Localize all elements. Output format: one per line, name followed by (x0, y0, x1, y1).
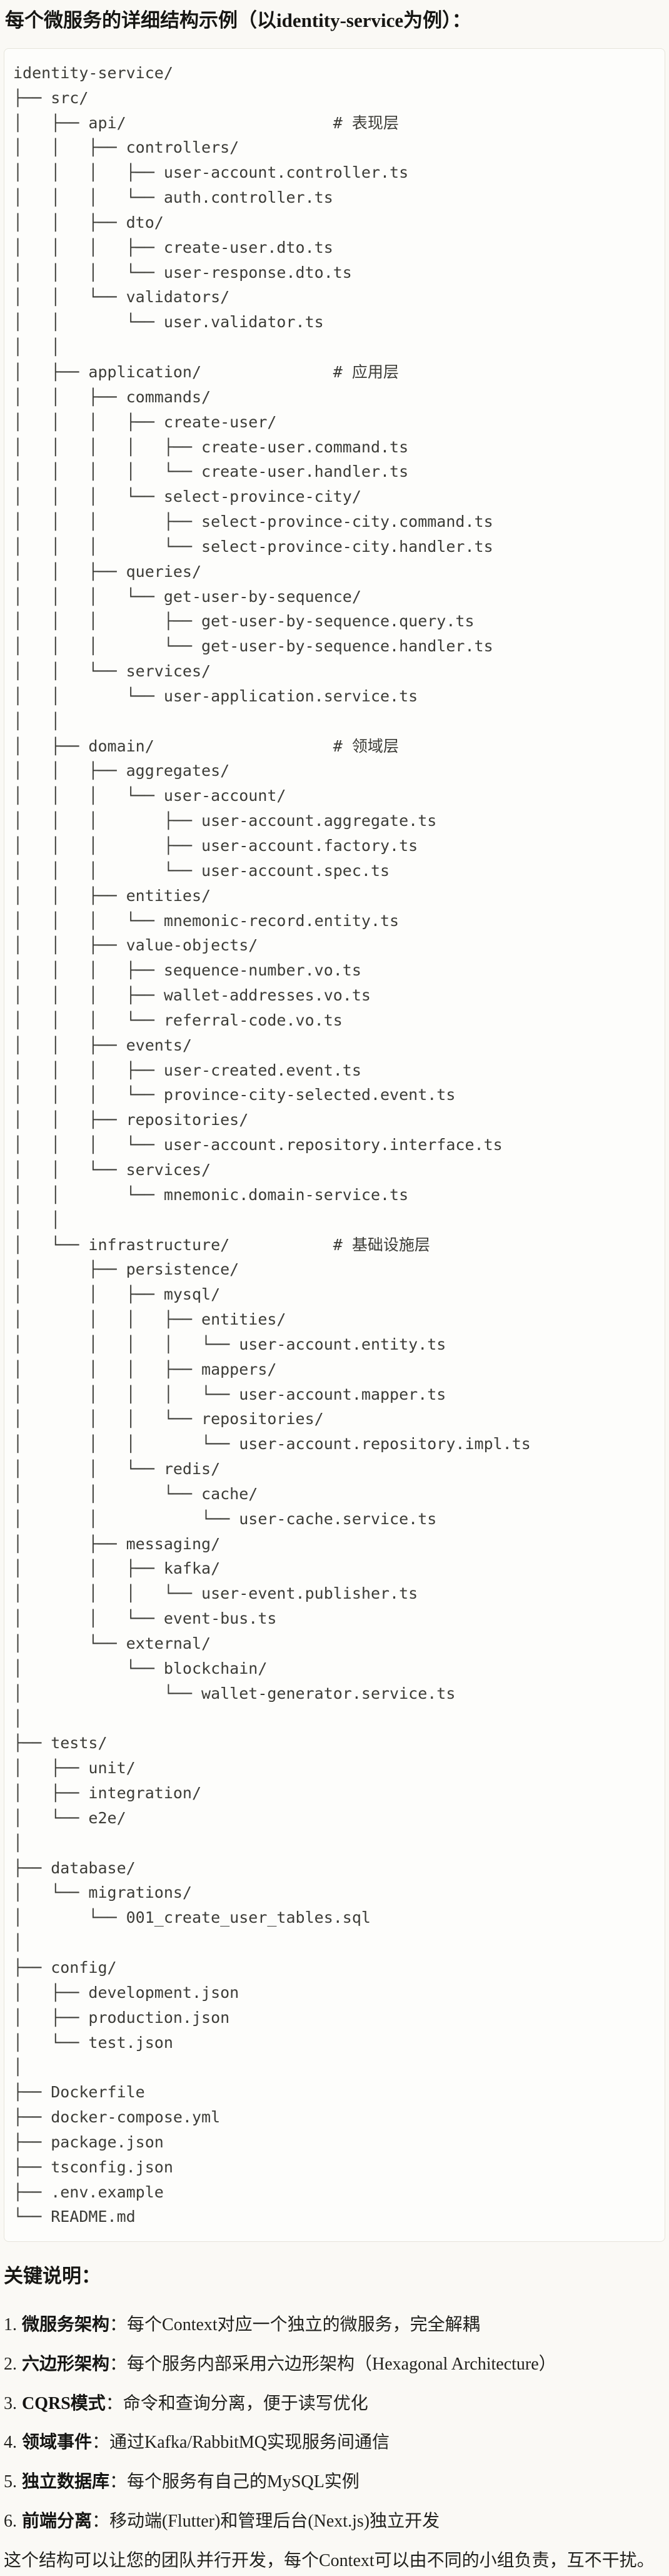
note-item: 5.独立数据库：每个服务有自己的MySQL实例 (4, 2470, 665, 2494)
note-label: CQRS模式 (22, 2393, 106, 2413)
closing-paragraph: 这个结构可以让您的团队并行开发，每个Context可以由不同的小组负责，互不干扰… (4, 2550, 655, 2570)
note-item: 2.六边形架构：每个服务内部采用六边形架构（Hexagonal Architec… (4, 2353, 665, 2376)
note-item: 1.微服务架构：每个Context对应一个独立的微服务，完全解耦 (4, 2313, 665, 2337)
note-label: 独立数据库 (22, 2472, 110, 2492)
note-text: ：每个Context对应一个独立的微服务，完全解耦 (109, 2315, 480, 2335)
note-text: ：移动端(Flutter)和管理后台(Next.js)独立开发 (92, 2512, 440, 2532)
note-item: 3.CQRS模式：命令和查询分离，便于读写优化 (4, 2392, 665, 2416)
note-label: 六边形架构 (22, 2354, 110, 2374)
note-number: 6. (4, 2512, 17, 2532)
note-label: 领域事件 (22, 2433, 93, 2453)
note-item: 6.前端分离：移动端(Flutter)和管理后台(Next.js)独立开发 (4, 2510, 665, 2533)
note-text: ：每个服务有自己的MySQL实例 (109, 2472, 360, 2492)
note-number: 4. (4, 2433, 17, 2453)
notes-heading: 关键说明： (4, 2265, 101, 2288)
note-number: 5. (4, 2472, 17, 2492)
notes-list: 1.微服务架构：每个Context对应一个独立的微服务，完全解耦 2.六边形架构… (4, 2313, 665, 2533)
file-tree: identity-service/ ├── src/ │ ├── api/ # … (13, 63, 531, 2226)
file-tree-code-block: identity-service/ ├── src/ │ ├── api/ # … (4, 48, 665, 2243)
note-number: 1. (4, 2315, 17, 2335)
note-text: ：每个服务内部采用六边形架构（Hexagonal Architecture） (109, 2354, 556, 2374)
note-item: 4.领域事件：通过Kafka/RabbitMQ实现服务间通信 (4, 2431, 665, 2455)
note-label: 微服务架构 (22, 2315, 110, 2335)
note-label: 前端分离 (22, 2512, 93, 2532)
note-text: ：命令和查询分离，便于读写优化 (105, 2393, 368, 2413)
note-number: 3. (4, 2393, 17, 2413)
note-text: ：通过Kafka/RabbitMQ实现服务间通信 (92, 2433, 390, 2453)
page-title: 每个微服务的详细结构示例（以identity-service为例）： (5, 9, 471, 31)
note-number: 2. (4, 2354, 17, 2374)
